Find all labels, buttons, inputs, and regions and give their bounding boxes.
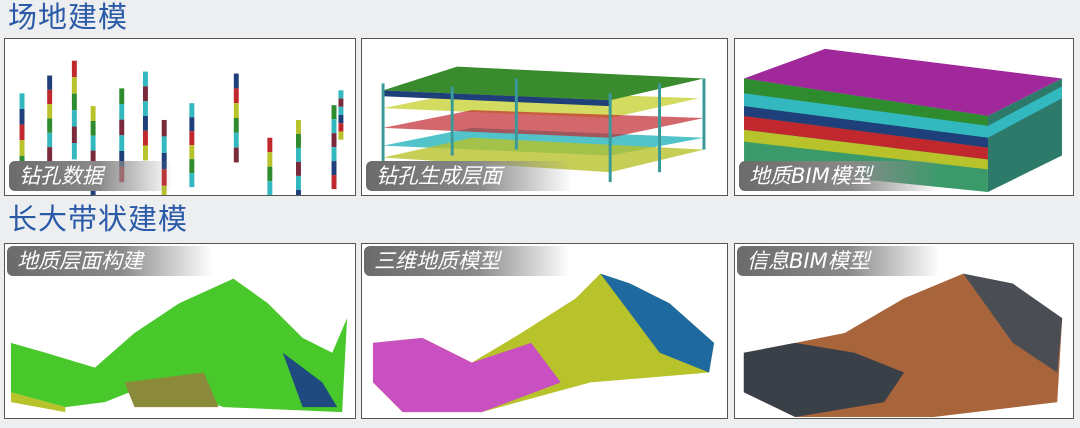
borehole-segment [47,89,53,105]
borehole-segment [331,161,337,176]
borehole-segment [119,119,125,136]
borehole-segment [90,106,96,121]
borehole-segment [267,181,273,195]
borehole-segment [233,73,239,89]
borehole-segment [189,131,195,146]
borehole-segment [296,189,301,195]
borehole-segment [119,104,125,120]
borehole-segment [338,106,344,116]
borehole-segment [71,93,77,111]
borehole-segment [119,88,125,104]
layer-surfaces-illustration [381,66,706,183]
borehole-segment [296,119,301,134]
borehole-segment [47,118,53,133]
panel-3d-geological-model: 三维地质模型 [361,243,728,419]
borehole-segment [331,175,337,190]
borehole-segment [331,133,337,148]
borehole-segment [19,140,25,156]
borehole-segment [189,173,195,188]
panel-geological-surfaces: 地质层面构建 [4,243,356,419]
borehole-segment [142,86,148,102]
borehole-segment [338,123,344,132]
borehole-segment [338,98,344,107]
borehole-segment [71,110,77,127]
borehole-segment [233,88,239,104]
borehole-segment [338,90,344,99]
borehole-segment [161,136,167,153]
borehole-segment [142,101,148,117]
borehole-segment [119,135,125,151]
borehole-segment [296,175,301,190]
borehole-segment [331,105,337,120]
panel-borehole-surfaces: 钻孔生成层面 [361,38,728,196]
borehole-segment [71,143,77,160]
borehole-segment [119,150,125,167]
borehole-segment [189,159,195,174]
borehole-segment [338,131,344,140]
borehole-segment [90,150,96,166]
borehole-segment [267,166,273,182]
borehole-segment [233,147,239,163]
borehole-segment [142,130,148,146]
borehole-segment [47,75,53,90]
caption-3d-geological-model: 三维地质模型 [364,246,570,276]
borehole-segment [331,119,337,134]
borehole-segment [71,126,77,143]
panel-geological-bim: 地质BIM模型 [734,38,1074,196]
terrain-surface-illustration [10,278,348,413]
borehole-segment [296,147,301,162]
borehole-segment [47,147,53,162]
borehole-segment [267,152,273,167]
caption-geological-surfaces: 地质层面构建 [7,246,213,276]
borehole-segment [233,132,239,148]
borehole-segment [296,133,301,148]
caption-borehole-data: 钻孔数据 [9,161,173,191]
borehole-segment [90,120,96,136]
borehole-segment [233,117,239,133]
section-title-linear-modeling: 长大带状建模 [8,202,189,236]
borehole-segment [142,71,148,87]
borehole-segment [189,145,195,160]
section-title-site-modeling: 场地建模 [8,0,129,34]
panel-information-bim: 信息BIM模型 [734,243,1074,419]
caption-geological-bim: 地质BIM模型 [739,161,942,191]
borehole-segment [338,115,344,124]
borehole-segment [71,60,77,78]
borehole-segment [267,137,273,153]
borehole-segment [90,135,96,151]
3d-geology-illustration [372,273,715,413]
textured-terrain-illustration [743,273,1063,418]
borehole-segment [331,147,337,162]
borehole-segment [19,108,25,125]
borehole-segment [19,124,25,141]
panel-borehole-data: 钻孔数据 [4,38,356,196]
borehole-segment [189,117,195,132]
borehole-segment [142,116,148,131]
caption-information-bim: 信息BIM模型 [737,246,940,276]
borehole-segment [296,161,301,176]
borehole-segment [47,104,53,119]
caption-borehole-surfaces: 钻孔生成层面 [366,161,572,191]
borehole-segment [19,93,25,109]
borehole-segment [233,103,239,118]
borehole-segment [71,77,77,94]
borehole-segment [142,145,148,161]
borehole-segment [189,103,195,118]
borehole-segment [47,132,53,148]
borehole-segment [161,119,167,137]
